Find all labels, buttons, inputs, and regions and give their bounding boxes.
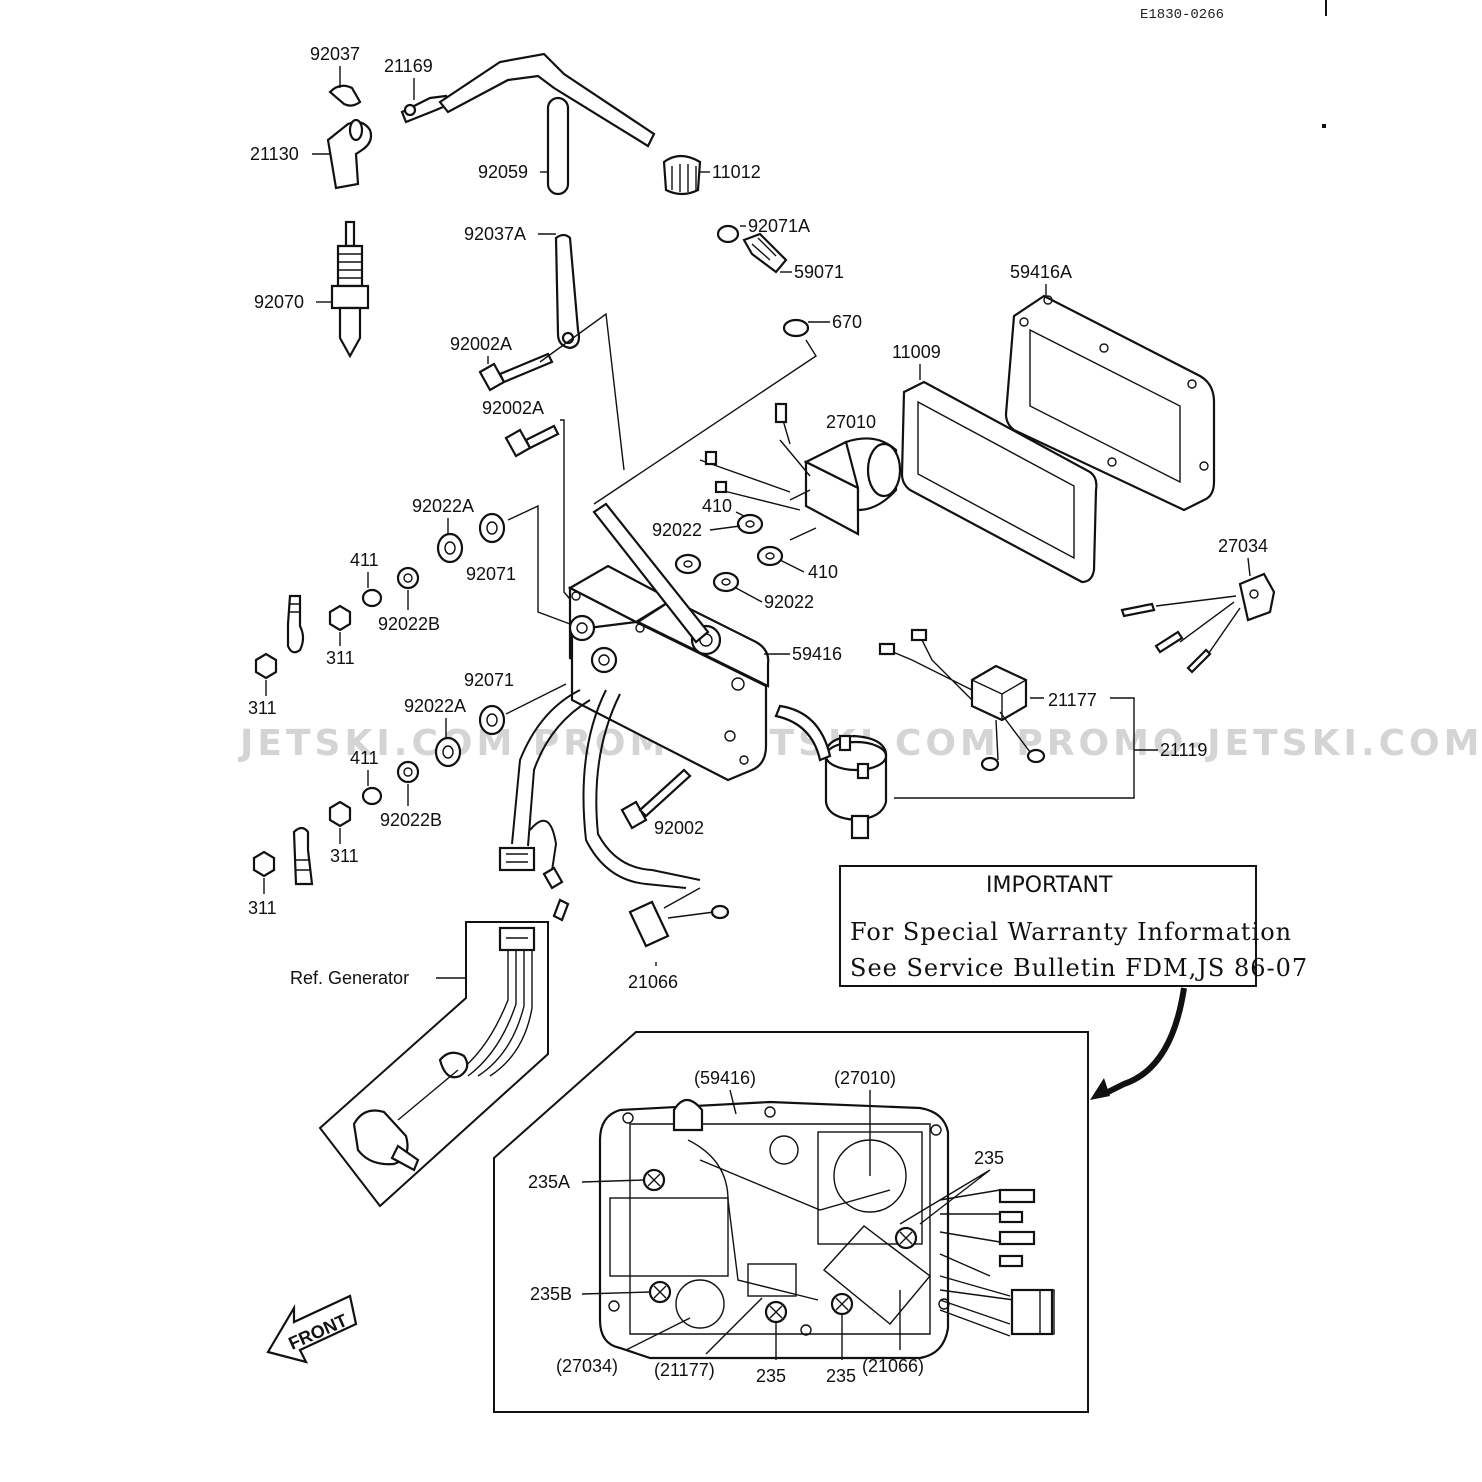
generator-panel (318, 921, 549, 1208)
inset-label-21177: (21177) (654, 1360, 715, 1380)
grommet-92071-1-icon (478, 512, 506, 544)
label-21119: 21119 (1160, 740, 1207, 760)
wiring-harness-icon (498, 689, 730, 948)
label-92022-2: 92022 (764, 592, 814, 612)
washer-411-1-icon (361, 588, 383, 608)
label-11012: 11012 (712, 162, 761, 182)
front-arrow-icon: FRONT (266, 1294, 358, 1364)
terminal-2-icon (292, 826, 314, 886)
spark-plug-92070-icon (330, 220, 370, 359)
doc-code: E1830-0266 (1140, 7, 1224, 23)
washer-410-1-icon (736, 513, 764, 535)
label-92022B-1: 92022B (378, 614, 440, 634)
terminal-1-icon (286, 594, 305, 654)
inset-panel (493, 1031, 1089, 1413)
ignition-lead-icon (438, 52, 656, 148)
label-670: 670 (832, 312, 862, 332)
label-27034: 27034 (1218, 536, 1268, 556)
nut-311-2-icon (254, 652, 278, 680)
spark-plug-cap-21130-icon (326, 118, 373, 190)
washer-92022B-2-icon (396, 760, 420, 784)
inset-label-235-b: 235 (826, 1366, 856, 1386)
arrow-to-inset-icon (1090, 987, 1187, 1100)
ref-generator-label: Ref. Generator (290, 968, 409, 988)
label-410-2: 410 (808, 562, 838, 582)
cover-59416A-icon (1004, 294, 1216, 512)
label-311-2: 311 (248, 698, 277, 718)
label-92071-2: 92071 (464, 670, 514, 690)
inset-label-59416: (59416) (694, 1068, 756, 1088)
bolt-92002-icon (620, 768, 692, 830)
label-21169: 21169 (384, 56, 433, 76)
grommet-92022A-1-icon (436, 532, 464, 564)
label-311-3: 311 (330, 846, 359, 866)
o-ring-670-icon (782, 318, 810, 338)
label-27010: 27010 (826, 412, 876, 432)
label-411-1: 411 (350, 550, 379, 570)
tube-92059-icon (546, 96, 570, 196)
inset-label-235A: 235A (528, 1172, 570, 1192)
sensor-27034-icon (1120, 572, 1276, 674)
label-59071: 59071 (794, 262, 844, 282)
bracket-92037A-icon (554, 233, 581, 350)
washer-92022-1-icon (674, 553, 702, 575)
label-11009: 11009 (892, 342, 941, 362)
important-line-2: See Service Bulletin FDM,JS 86-07 (850, 954, 1308, 982)
regulator-21177-icon (878, 628, 1046, 772)
label-21066: 21066 (628, 972, 678, 992)
label-411-2: 411 (350, 748, 379, 768)
label-92002A-1: 92002A (450, 334, 512, 354)
label-21177: 21177 (1048, 690, 1097, 710)
tube-into-box-icon (592, 502, 710, 644)
washer-411-2-icon (361, 786, 383, 806)
electric-box-59416-icon (567, 564, 770, 782)
grommet-92022A-2-icon (434, 736, 462, 768)
inset-label-27034: (27034) (556, 1356, 618, 1376)
inset-label-235B: 235B (530, 1284, 572, 1304)
label-92022B-2: 92022B (380, 810, 442, 830)
inset-label-27010: (27010) (834, 1068, 896, 1088)
label-92070: 92070 (254, 292, 304, 312)
label-410-1: 410 (702, 496, 732, 516)
inset-label-235-a: 235 (756, 1366, 786, 1386)
ignition-coil-21119-icon (774, 704, 888, 840)
inset-label-235-top: 235 (974, 1148, 1004, 1168)
plug-92071A-icon (716, 224, 740, 244)
coil-27010-icon (699, 402, 902, 541)
label-59416: 59416 (792, 644, 842, 664)
bolt-92002A-1-icon (478, 352, 554, 392)
cap-11012-icon (662, 154, 702, 196)
nut-311-3-icon (328, 800, 352, 828)
label-92037: 92037 (310, 44, 360, 64)
label-92022A-1: 92022A (412, 496, 474, 516)
label-92071-1: 92071 (466, 564, 516, 584)
label-59416A: 59416A (1010, 262, 1072, 282)
important-line-1: For Special Warranty Information (850, 918, 1292, 946)
label-92002: 92002 (654, 818, 704, 838)
fitting-59071-icon (742, 232, 788, 274)
label-21130: 21130 (250, 144, 299, 164)
label-92071A: 92071A (748, 216, 810, 236)
nut-311-4-icon (252, 850, 276, 878)
grommet-92071-2-icon (478, 704, 506, 736)
gasket-11009-icon (900, 380, 1098, 584)
cap-clip-92037-icon (328, 84, 362, 107)
label-92037A: 92037A (464, 224, 526, 244)
label-311-4: 311 (248, 898, 277, 918)
label-92022A-2: 92022A (404, 696, 466, 716)
label-92002A-2: 92002A (482, 398, 544, 418)
important-notice: IMPORTANT For Special Warranty Informati… (839, 865, 1308, 987)
inset-label-21066: (21066) (862, 1356, 924, 1376)
nut-311-1-icon (328, 604, 352, 632)
label-311-1: 311 (326, 648, 355, 668)
important-title: IMPORTANT (986, 873, 1113, 898)
label-92022-1: 92022 (652, 520, 702, 540)
label-92059: 92059 (478, 162, 528, 182)
washer-92022-2-icon (712, 571, 740, 593)
washer-410-2-icon (756, 545, 784, 567)
bolt-92002A-2-icon (504, 424, 560, 458)
washer-92022B-1-icon (396, 566, 420, 590)
